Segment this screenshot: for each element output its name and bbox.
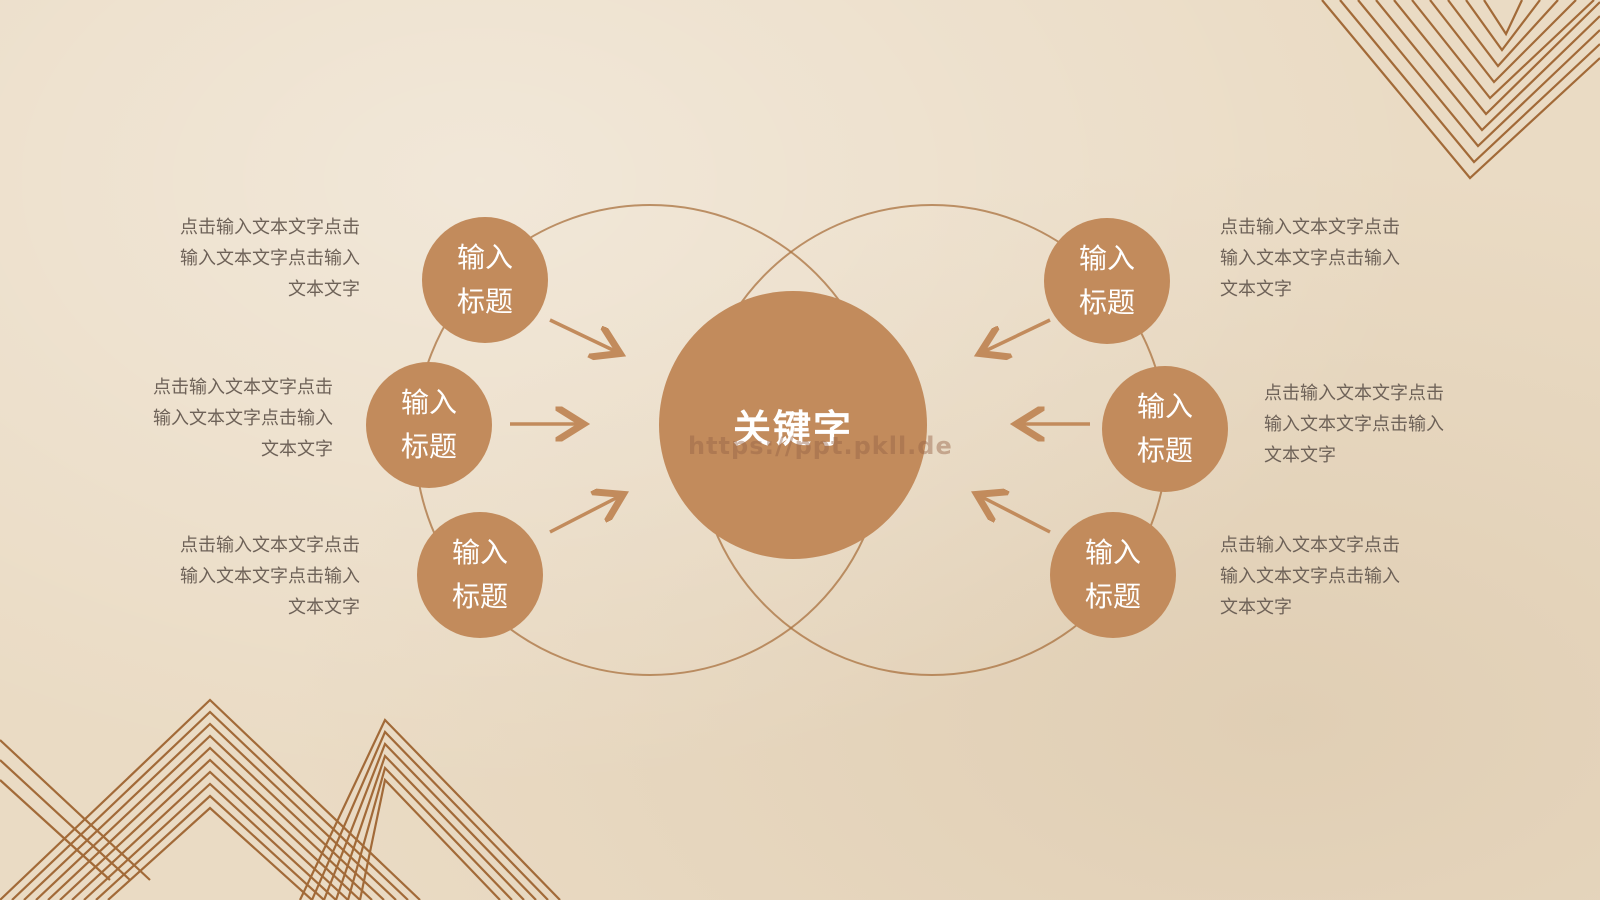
node-title: 输入标题 xyxy=(1136,390,1193,467)
desc-right-middle: 点击输入文本文字点击输入文本文字点击输入文本文字 xyxy=(1264,383,1444,466)
node-title: 输入标题 xyxy=(400,386,457,463)
arrow-left-top xyxy=(549,318,617,352)
desc-left-middle: 点击输入文本文字点击输入文本文字点击输入文本文字 xyxy=(153,377,333,460)
arrow-left-bottom xyxy=(549,496,620,534)
node-right-bottom[interactable]: 输入标题 xyxy=(1050,512,1176,638)
node-right-middle[interactable]: 输入标题 xyxy=(1102,366,1228,492)
desc-right-bottom: 点击输入文本文字点击输入文本文字点击输入文本文字 xyxy=(1220,535,1400,618)
node-title: 输入标题 xyxy=(451,536,508,613)
node-title: 输入标题 xyxy=(1084,536,1141,613)
node-title: 输入标题 xyxy=(1078,242,1135,319)
desc-left-bottom: 点击输入文本文字点击输入文本文字点击输入文本文字 xyxy=(180,535,360,618)
desc-left-top: 点击输入文本文字点击输入文本文字点击输入文本文字 xyxy=(180,217,360,300)
keyword-label: 关键字 xyxy=(732,406,853,451)
top-right-stripes xyxy=(1321,0,1600,180)
watermark-text: https://ppt.pkll.de xyxy=(688,432,953,460)
node-title: 输入标题 xyxy=(456,241,513,318)
desc-right-top: 点击输入文本文字点击输入文本文字点击输入文本文字 xyxy=(1220,217,1400,300)
keyword-circle[interactable]: 关键字 xyxy=(659,291,927,559)
arrow-right-top xyxy=(983,318,1051,352)
node-right-top[interactable]: 输入标题 xyxy=(1044,218,1170,344)
node-left-bottom[interactable]: 输入标题 xyxy=(417,512,543,638)
arrow-right-bottom xyxy=(980,496,1051,534)
node-left-middle[interactable]: 输入标题 xyxy=(366,362,492,488)
node-left-top[interactable]: 输入标题 xyxy=(422,217,548,343)
bottom-left-mountains xyxy=(0,698,561,900)
